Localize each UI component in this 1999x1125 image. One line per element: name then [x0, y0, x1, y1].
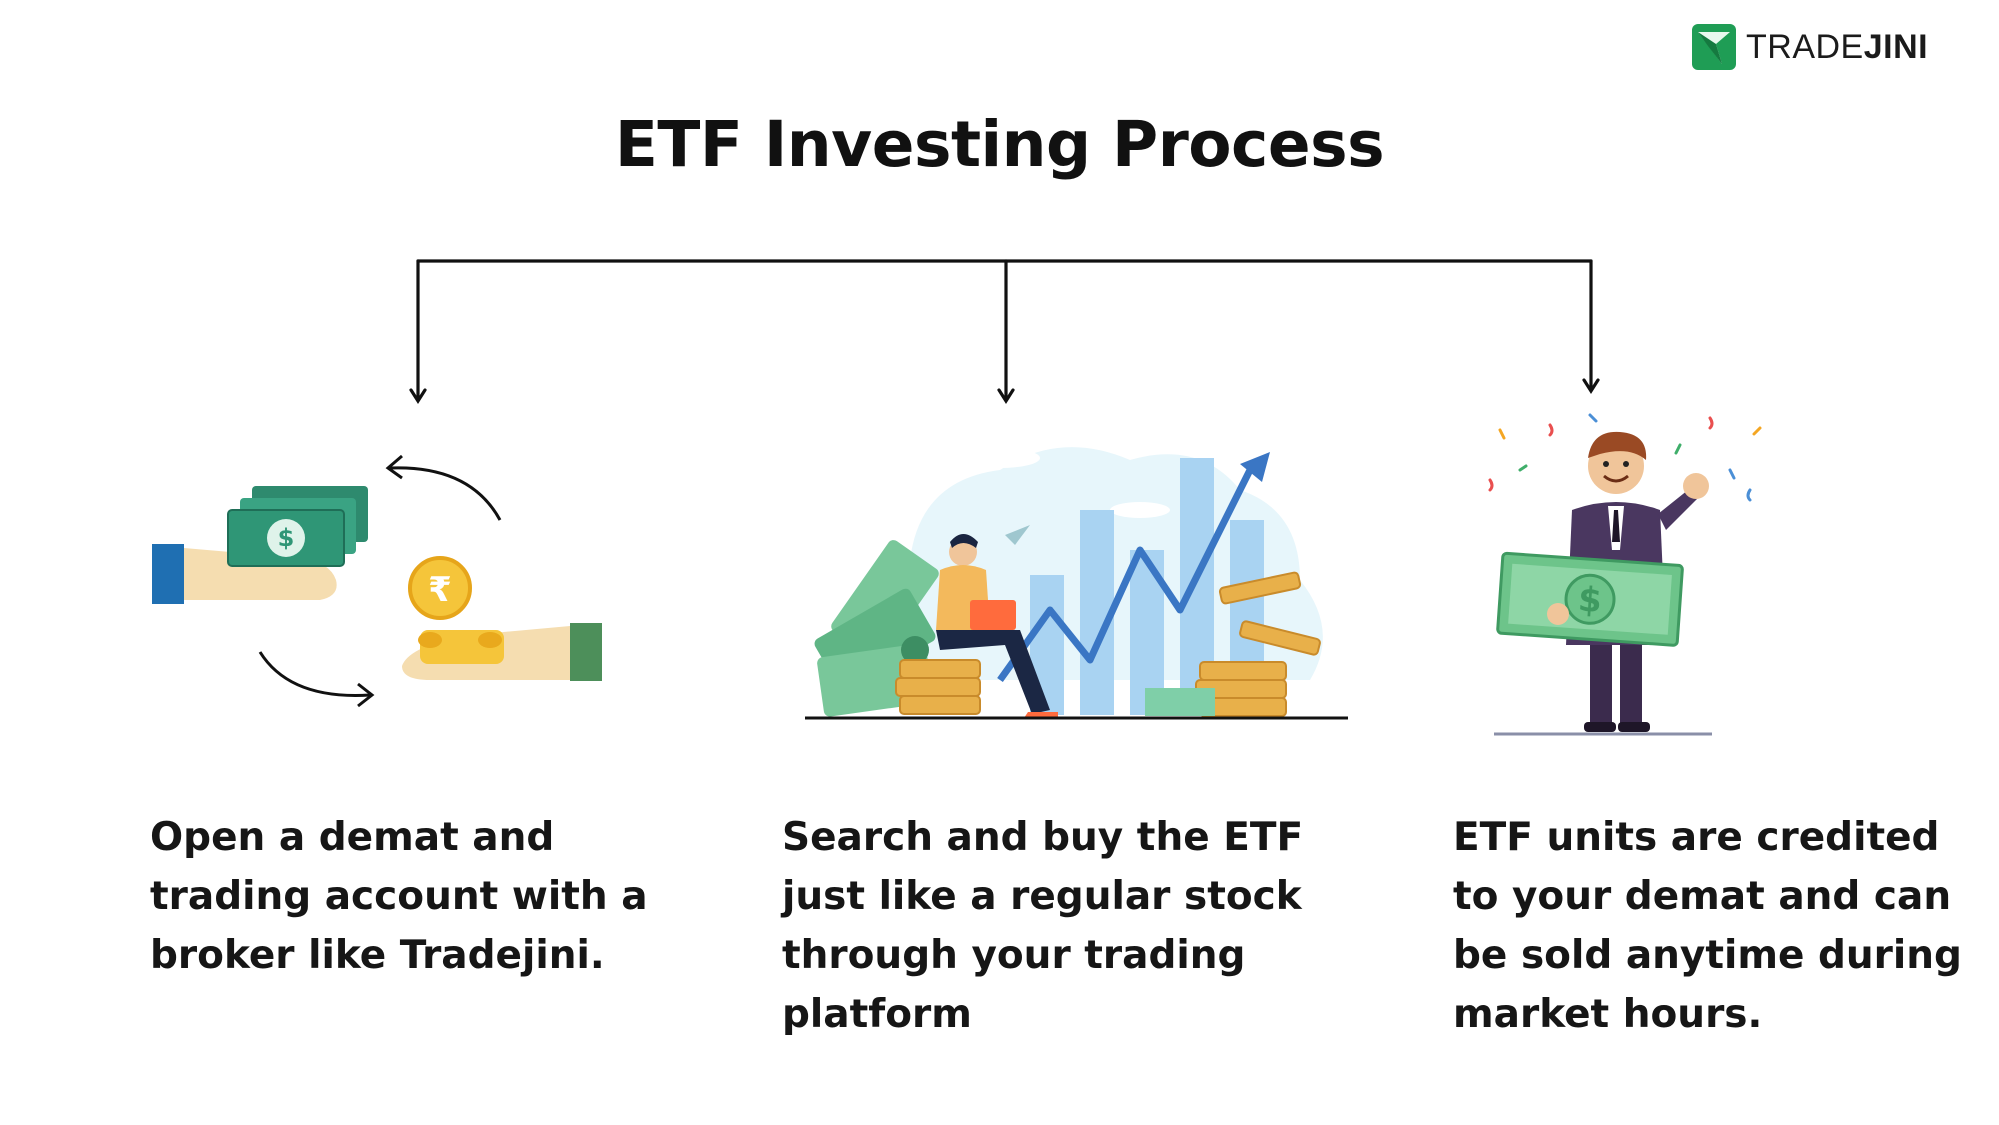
happy-man-banknote-illustration: $ [1488, 413, 1762, 736]
arrowhead-step-1 [409, 388, 427, 404]
exchange-arrow-bottom [258, 651, 371, 697]
dollar-sign-icon: $ [1577, 580, 1603, 622]
coin-stacks-right [1195, 571, 1321, 717]
dollar-coin-icon [901, 636, 929, 664]
confetti [1488, 413, 1762, 502]
left-sleeve [152, 544, 184, 604]
step-3-text: ETF units are credited to your demat and… [1453, 815, 1962, 1037]
investor-person [936, 534, 1058, 718]
coin-stacks-left [895, 659, 981, 715]
waving-hand [1683, 473, 1709, 499]
arrowhead-step-2 [997, 388, 1015, 404]
investor-growth-chart-illustration [805, 447, 1348, 720]
man-hair [1588, 431, 1647, 460]
tradejini-logo-icon [1692, 24, 1736, 70]
big-banknote: $ [1496, 551, 1684, 647]
paper-plane-icon [1005, 525, 1030, 545]
banknote-stack: $ [227, 486, 368, 567]
right-sleeve [570, 623, 602, 681]
page-title: ETF Investing Process [614, 108, 1385, 181]
trend-arrow-icon [1240, 452, 1270, 482]
coin-stack: ₹ [408, 556, 504, 664]
necktie-icon [1612, 510, 1620, 542]
money-exchange-hands-illustration: $ ₹ [152, 454, 602, 708]
growth-trend-line [997, 468, 1254, 683]
step-1-text: Open a demat and trading account with a … [150, 815, 648, 978]
rupee-icon: ₹ [428, 570, 452, 610]
tradejini-logo: TRADEJINI [1692, 24, 1928, 70]
dollar-icon: $ [278, 524, 295, 552]
laptop-icon [970, 600, 1016, 630]
step-2-text: Search and buy the ETF just like a regul… [782, 815, 1304, 1037]
arrowhead-step-3 [1582, 378, 1600, 394]
exchange-arrow-top [389, 466, 502, 521]
connector-lines [409, 259, 1600, 404]
tradejini-wordmark: TRADEJINI [1746, 27, 1929, 66]
holding-hand [1547, 603, 1569, 625]
cash-bundle [1145, 688, 1215, 716]
